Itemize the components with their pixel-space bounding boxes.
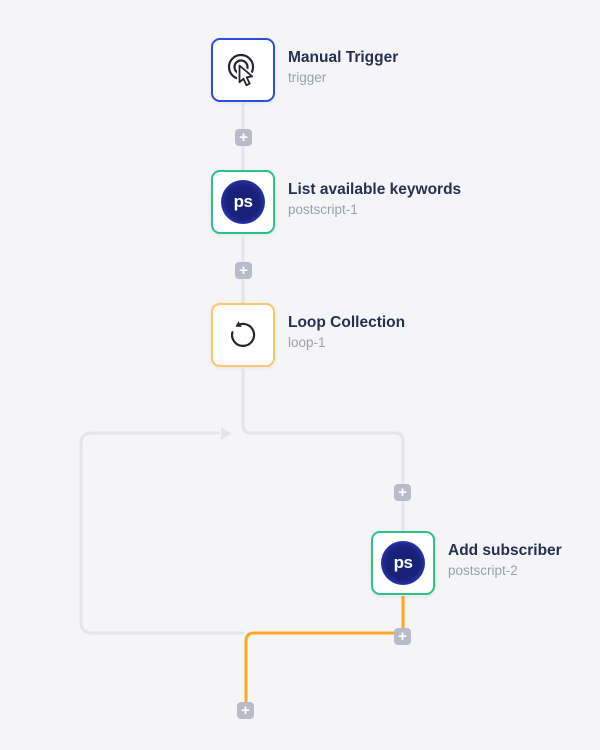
- add-step-button-loop-body[interactable]: +: [394, 484, 411, 501]
- edge-loop-back: [79, 431, 244, 635]
- plus-icon: +: [398, 483, 407, 501]
- node-title: Loop Collection: [288, 314, 406, 331]
- edge-active-path: [244, 596, 405, 703]
- plus-icon: +: [239, 128, 248, 146]
- plus-icon: +: [398, 627, 407, 645]
- node-label-loop-collection: Loop Collection loop-1: [288, 313, 405, 351]
- loop-icon: [230, 321, 256, 347]
- node-label-add-subscriber: Add subscriber postscript-2: [448, 541, 562, 579]
- add-step-button-after-trigger[interactable]: +: [235, 129, 252, 146]
- manual-trigger-icon: [227, 53, 255, 88]
- node-subtitle: postscript-1: [288, 202, 358, 217]
- node-add-subscriber[interactable]: ps: [371, 531, 435, 595]
- add-step-button-after-add-subscriber[interactable]: +: [394, 628, 411, 645]
- postscript-logo-text: ps: [393, 552, 413, 572]
- node-title: Manual Trigger: [288, 49, 399, 66]
- postscript-logo: ps: [381, 541, 425, 585]
- node-loop-collection[interactable]: [211, 303, 275, 367]
- add-step-button-after-loop[interactable]: +: [237, 702, 254, 719]
- node-label-manual-trigger: Manual Trigger trigger: [288, 48, 398, 86]
- plus-icon: +: [241, 701, 250, 719]
- edge-loop-to-body: [241, 369, 405, 531]
- node-title: Add subscriber: [448, 542, 562, 559]
- add-step-button-after-step1[interactable]: +: [235, 262, 252, 279]
- node-label-list-available-keywords: List available keywords postscript-1: [288, 180, 461, 218]
- postscript-logo-text: ps: [233, 191, 253, 211]
- node-list-available-keywords[interactable]: ps: [211, 170, 275, 234]
- postscript-logo: ps: [221, 180, 265, 224]
- plus-icon: +: [239, 261, 248, 279]
- loop-back-arrow-icon: [221, 427, 232, 440]
- node-title: List available keywords: [288, 181, 462, 198]
- node-subtitle: postscript-2: [448, 563, 518, 578]
- node-manual-trigger[interactable]: [211, 38, 275, 102]
- node-subtitle: loop-1: [288, 335, 326, 350]
- node-subtitle: trigger: [288, 70, 327, 85]
